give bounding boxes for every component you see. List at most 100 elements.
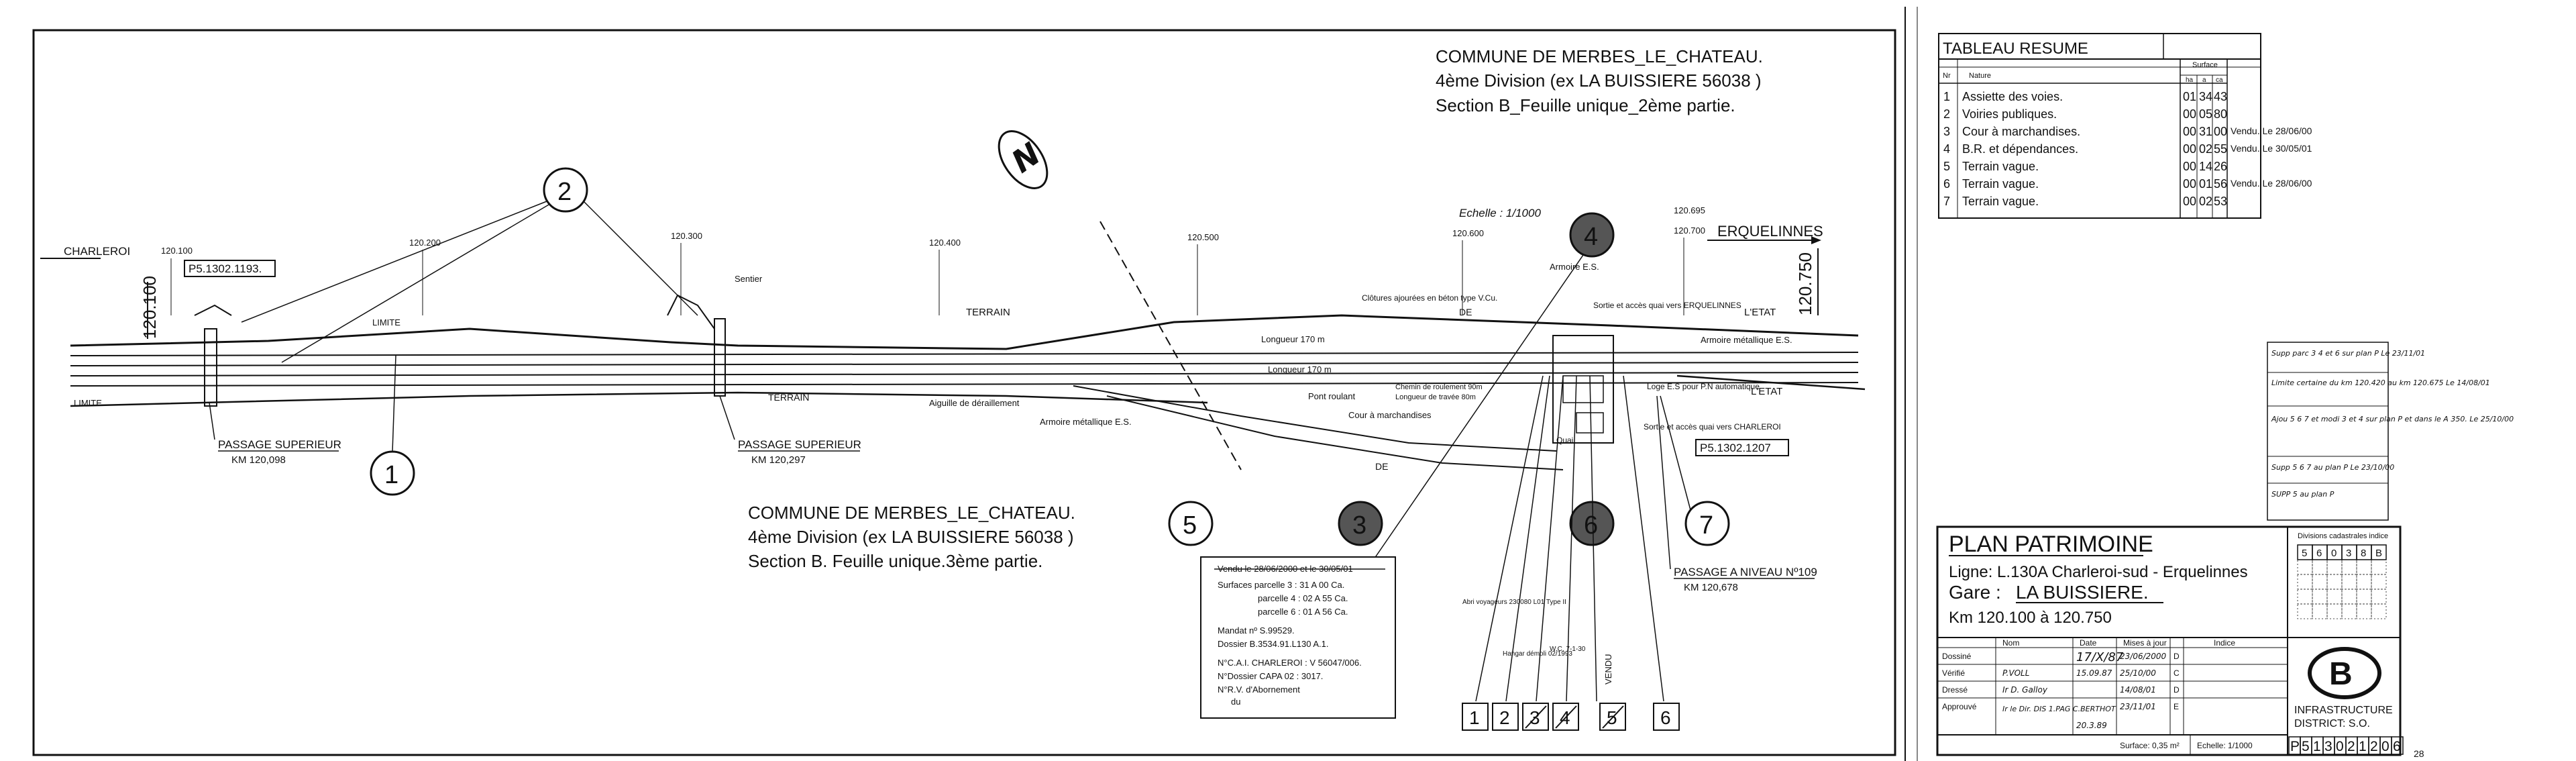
commune-heading-bottom: COMMUNE DE MERBES_LE_CHATEAU. 4ème Divis…: [748, 503, 1075, 571]
svg-text:Echelle: 1/1000: Echelle: 1/1000: [2197, 741, 2253, 750]
svg-text:P5.1302.1193.: P5.1302.1193.: [189, 262, 262, 275]
summary-ha: 00: [2183, 177, 2196, 191]
svg-text:Clôtures ajourées en béton typ: Clôtures ajourées en béton type V.Cu.: [1362, 293, 1497, 303]
svg-text:PASSAGE SUPERIEUR: PASSAGE SUPERIEUR: [738, 438, 861, 451]
svg-text:KM 120,678: KM 120,678: [1684, 582, 1738, 593]
summary-ca: 53: [2214, 195, 2227, 208]
svg-text:Surface: 0,35 m²: Surface: 0,35 m²: [2120, 741, 2180, 750]
svg-text:a: a: [2202, 77, 2206, 84]
svg-text:E: E: [2174, 702, 2179, 711]
svg-text:Loge E.S pour P.N automatique: Loge E.S pour P.N automatique: [1647, 382, 1760, 391]
svg-text:N°C.A.I. CHARLEROI : V 56047/0: N°C.A.I. CHARLEROI : V 56047/006.: [1218, 658, 1362, 668]
summary-table: TABLEAU RESUME Nr Nature Surface ha a ca: [1938, 33, 2261, 219]
svg-text:D: D: [2174, 652, 2180, 661]
svg-text:L'ETAT: L'ETAT: [1744, 307, 1776, 318]
svg-text:Surface: Surface: [2192, 61, 2218, 69]
summary-a: 31: [2199, 125, 2212, 138]
railway-tracks: [70, 314, 1866, 470]
summary-nature: Cour à marchandises.: [1962, 125, 2080, 138]
summary-ha: 00: [2183, 160, 2196, 173]
svg-text:B: B: [2329, 656, 2353, 692]
plan-title: PLAN PATRIMOINE: [1949, 531, 2153, 557]
parcel-circle-4: 4: [1368, 212, 1615, 568]
summary-a: 02: [2199, 195, 2212, 208]
svg-text:N°Dossier CAPA 02 : 3017.: N°Dossier CAPA 02 : 3017.: [1218, 671, 1323, 681]
svg-text:120.700: 120.700: [1674, 225, 1705, 236]
svg-text:Dossiné: Dossiné: [1942, 652, 1972, 661]
svg-text:PASSAGE SUPERIEUR: PASSAGE SUPERIEUR: [218, 438, 341, 451]
gare-value: LA BUISSIERE.: [2016, 582, 2149, 603]
svg-text:N°R.V. d'Abornement: N°R.V. d'Abornement: [1218, 684, 1300, 695]
svg-text:ha: ha: [2186, 77, 2194, 84]
svg-text:Armoire métallique E.S.: Armoire métallique E.S.: [1040, 417, 1132, 427]
km-range: Km 120.100 à 120.750: [1949, 609, 2112, 627]
svg-text:Longueur 170 m: Longueur 170 m: [1261, 334, 1325, 344]
svg-text:Nom: Nom: [2002, 638, 2019, 648]
summary-ca: 43: [2214, 90, 2227, 103]
svg-text:Dossier B.3534.91.L130 A.1.: Dossier B.3534.91.L130 A.1.: [1218, 639, 1329, 649]
summary-nr: 7: [1943, 195, 1950, 208]
summary-a: 05: [2199, 107, 2212, 121]
svg-text:C: C: [2174, 668, 2180, 678]
svg-text:6: 6: [1584, 511, 1598, 540]
summary-ha: 00: [2183, 195, 2196, 208]
svg-text:120.695: 120.695: [1674, 205, 1705, 215]
svg-text:5: 5: [1183, 511, 1197, 540]
svg-text:Armoire métallique E.S.: Armoire métallique E.S.: [1701, 335, 1792, 345]
svg-text:Armoire E.S.: Armoire E.S.: [1550, 262, 1599, 272]
svg-text:TABLEAU RESUME: TABLEAU RESUME: [1943, 40, 2088, 58]
svg-text:KM 120,297: KM 120,297: [751, 454, 806, 466]
svg-text:ERQUELINNES: ERQUELINNES: [1717, 223, 1823, 240]
summary-nr: 5: [1943, 160, 1950, 173]
svg-text:Longueur de travée 80m: Longueur de travée 80m: [1395, 393, 1476, 401]
svg-text:Sentier: Sentier: [735, 274, 763, 284]
svg-text:KM 120,098: KM 120,098: [231, 454, 286, 466]
plan-number-char: 1: [2313, 739, 2321, 754]
direction-erquelinnes: ERQUELINNES: [1707, 223, 1823, 244]
passage-superieur-1-label: PASSAGE SUPERIEUR KM 120,098: [209, 402, 341, 466]
division-empty-cell: [2356, 603, 2372, 619]
division-empty-cell: [2341, 603, 2357, 619]
parcel-circle-7: 7: [1660, 395, 1730, 546]
svg-text:Quai: Quai: [1556, 436, 1573, 445]
svg-text:Limite certaine du km 120.420: Limite certaine du km 120.420 au km 120.…: [2271, 378, 2490, 387]
svg-text:Nature: Nature: [1969, 72, 1991, 80]
sncb-logo-icon: B: [2308, 647, 2381, 699]
svg-text:Dressé: Dressé: [1942, 685, 1968, 695]
passage-superieur-2-label: PASSAGE SUPERIEUR KM 120,297: [719, 395, 861, 466]
plan-number-char: 1: [2359, 739, 2367, 754]
svg-text:LIMITE: LIMITE: [372, 317, 400, 327]
direction-charleroi: CHARLEROI: [40, 245, 130, 259]
svg-text:Pont roulant: Pont roulant: [1308, 391, 1355, 401]
summary-nature: Terrain vague.: [1962, 160, 2039, 173]
svg-text:2: 2: [1499, 707, 1510, 728]
summary-nature: Terrain vague.: [1962, 195, 2039, 208]
plan-number-char: 0: [2336, 739, 2344, 754]
plan-number-cell: [2391, 736, 2404, 755]
division-digit: 6: [2316, 548, 2322, 559]
svg-text:17/X/87: 17/X/87: [2076, 650, 2124, 664]
passage-superieur-1-structure: [194, 304, 232, 407]
parcel-circle-6: 6: [1569, 501, 1615, 546]
svg-text:20.3.89: 20.3.89: [2076, 721, 2107, 730]
svg-text:Cour à marchandises: Cour à marchandises: [1348, 410, 1432, 420]
svg-text:CHARLEROI: CHARLEROI: [64, 245, 130, 258]
svg-text:parcelle 6 : 01 A 56 Ca.: parcelle 6 : 01 A 56 Ca.: [1258, 607, 1348, 617]
summary-ca: 26: [2214, 160, 2227, 173]
plan-number-char: 2: [2370, 739, 2378, 754]
division-empty-cell: [2312, 603, 2328, 619]
plan-number-char: 5: [2302, 739, 2310, 754]
svg-text:Divisions cadastrales indice: Divisions cadastrales indice: [2298, 532, 2388, 540]
km-marks: 120.100 120.200 120.300 120.400 120.500 …: [161, 205, 1705, 315]
summary-note: Vendu. Le 30/05/01: [2231, 143, 2312, 154]
svg-text:TERRAIN: TERRAIN: [768, 392, 809, 403]
scale-label: Echelle : 1/1000: [1459, 207, 1541, 219]
svg-text:14/08/01: 14/08/01: [2120, 685, 2156, 695]
svg-text:Nr: Nr: [1943, 72, 1951, 80]
svg-text:VENDU: VENDU: [1603, 654, 1613, 684]
plan-number-char: 0: [2381, 739, 2390, 754]
ref-box-1193: P5.1302.1193.: [184, 260, 276, 277]
